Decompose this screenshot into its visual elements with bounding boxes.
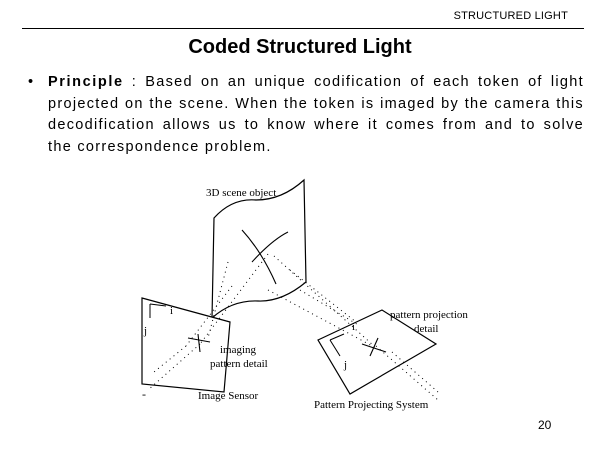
bullet-paragraph: Principle : Based on an unique codificat… [48,72,584,158]
image-sensor-label: Image Sensor [198,390,259,402]
imaging-detail-line2: pattern detail [210,358,268,370]
projector-axis-j: j [343,359,347,371]
principle-bullet: • Principle : Based on an unique codific… [28,72,584,158]
sensor-focal-point: - [142,387,146,401]
projector-plane [317,309,438,395]
projection-detail-line1: pattern projection [390,309,468,321]
projector-axis-i: i [352,321,355,333]
bullet-dot: • [28,74,35,90]
section-header-label: STRUCTURED LIGHT [453,10,568,22]
slide-title: Coded Structured Light [188,36,412,58]
sensor-axis-j: j [143,325,147,337]
projection-detail-line2: detail [414,323,438,335]
header-rule [22,28,584,29]
scene-object-label: 3D scene object [206,187,276,199]
bullet-body: : Based on an unique codification of eac… [48,74,584,155]
sensor-axis-i: i [170,305,173,317]
scene-curve-b [251,231,289,263]
page-number: 20 [538,418,552,432]
imaging-detail-line1: imaging [220,344,257,356]
projecting-system-label: Pattern Projecting System [314,399,429,411]
light-rays [147,253,439,401]
image-sensor-plane [141,297,231,393]
scene-curve-a [241,229,277,285]
sensor-cross-v [197,333,201,353]
bullet-term: Principle [48,74,124,90]
scene-object [211,178,307,320]
